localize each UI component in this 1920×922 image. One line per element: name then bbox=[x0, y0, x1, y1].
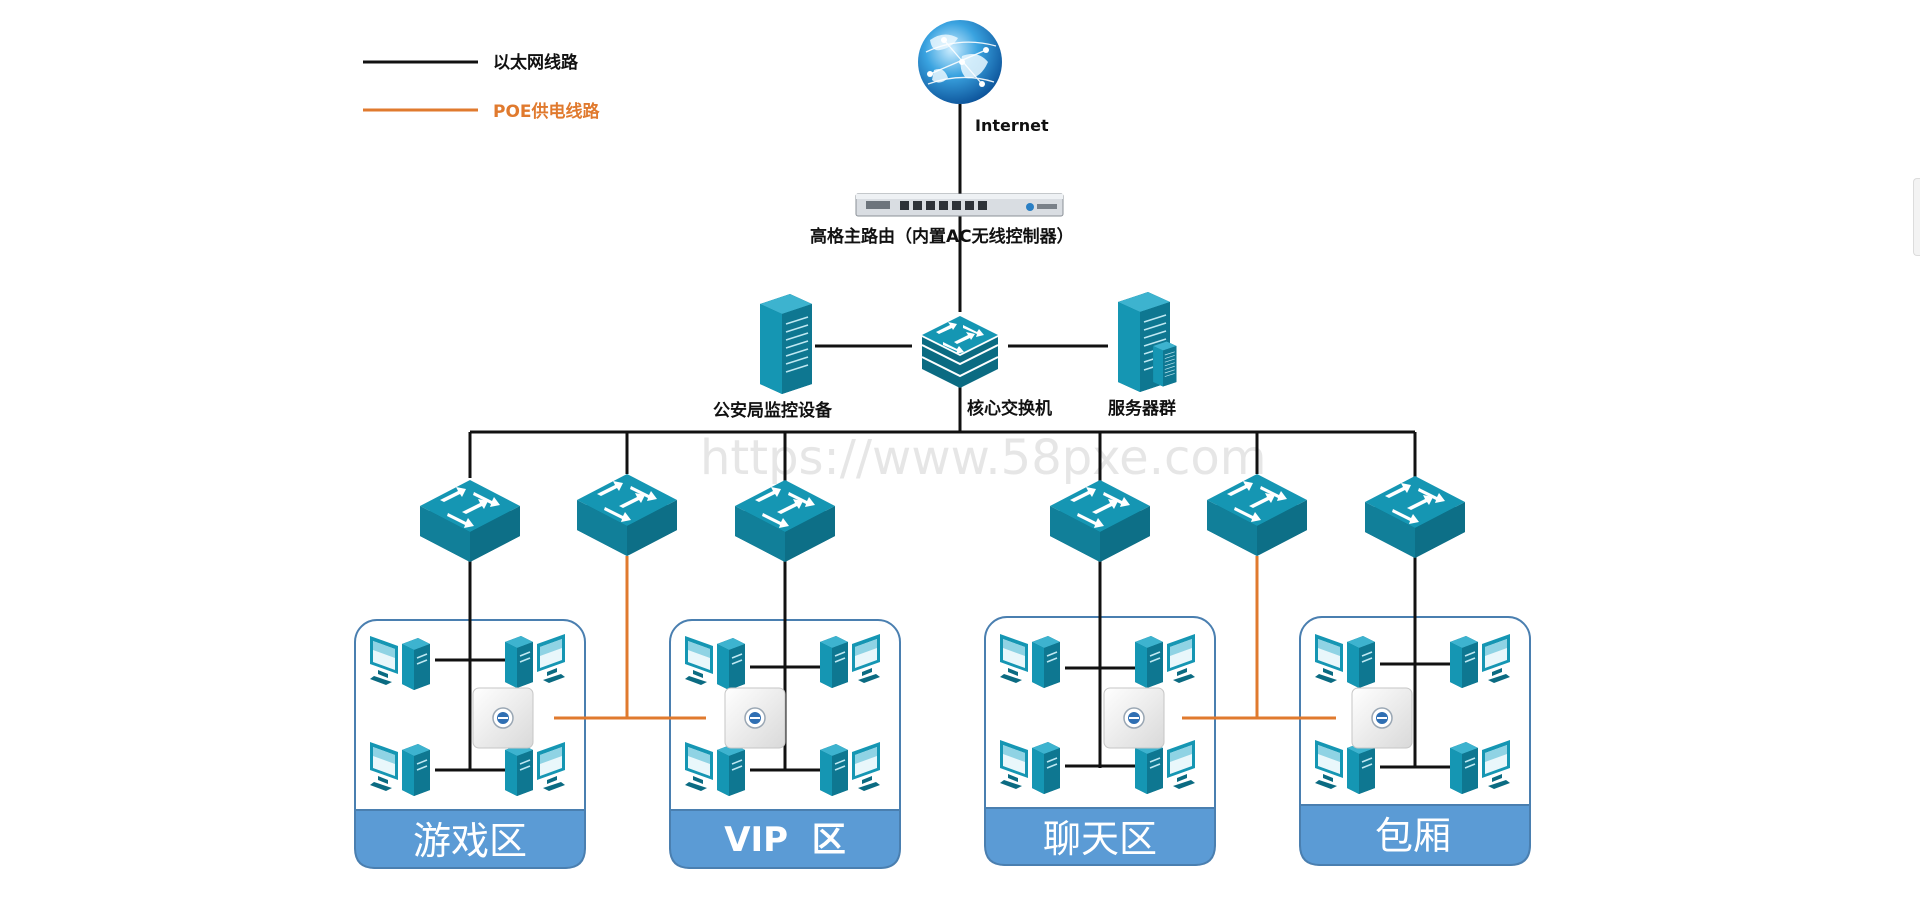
access-switch-icon bbox=[577, 474, 677, 556]
internet-globe-icon bbox=[918, 20, 1002, 104]
router-label: 高格主路由（内置AC无线控制器） bbox=[810, 226, 1074, 247]
poe-links bbox=[554, 556, 1336, 720]
wireless-ap-icon bbox=[1103, 687, 1165, 749]
wireless-ap-icon bbox=[724, 687, 786, 749]
access-switch-icon bbox=[1050, 480, 1150, 562]
wireless-ap-icon bbox=[472, 687, 534, 749]
police-monitor-label: 公安局监控设备 bbox=[713, 400, 833, 421]
access-switch-icon bbox=[1207, 474, 1307, 556]
backbone-links bbox=[468, 104, 1417, 484]
server-cluster-label: 服务器群 bbox=[1108, 398, 1176, 419]
internet-label: Internet bbox=[975, 116, 1049, 135]
zone-label-vip: VIP 区 bbox=[724, 820, 846, 860]
access-switch-icon bbox=[1365, 476, 1465, 558]
zone-links bbox=[435, 556, 1450, 772]
core-switch-label: 核心交换机 bbox=[967, 398, 1052, 419]
legend-poe-label: POE供电线路 bbox=[493, 101, 601, 122]
access-switch-icon bbox=[735, 480, 835, 562]
server-cluster-icon bbox=[1117, 291, 1177, 393]
zone-label-game: 游戏区 bbox=[413, 819, 527, 863]
router-icon bbox=[855, 193, 1064, 217]
zone-label-box: 包厢 bbox=[1375, 814, 1451, 858]
side-panel-tab[interactable] bbox=[1913, 178, 1920, 256]
legend-ethernet-label: 以太网线路 bbox=[493, 52, 579, 73]
watermark-text: https://www.58pxe.com bbox=[700, 430, 1266, 486]
access-switch-icon bbox=[420, 480, 520, 562]
legend: 以太网线路 POE供电线路 bbox=[363, 52, 601, 122]
police-monitor-server-icon bbox=[759, 293, 813, 395]
wireless-ap-icon bbox=[1351, 687, 1413, 749]
core-switch-icon bbox=[921, 315, 999, 389]
zone-label-chat: 聊天区 bbox=[1043, 817, 1157, 861]
